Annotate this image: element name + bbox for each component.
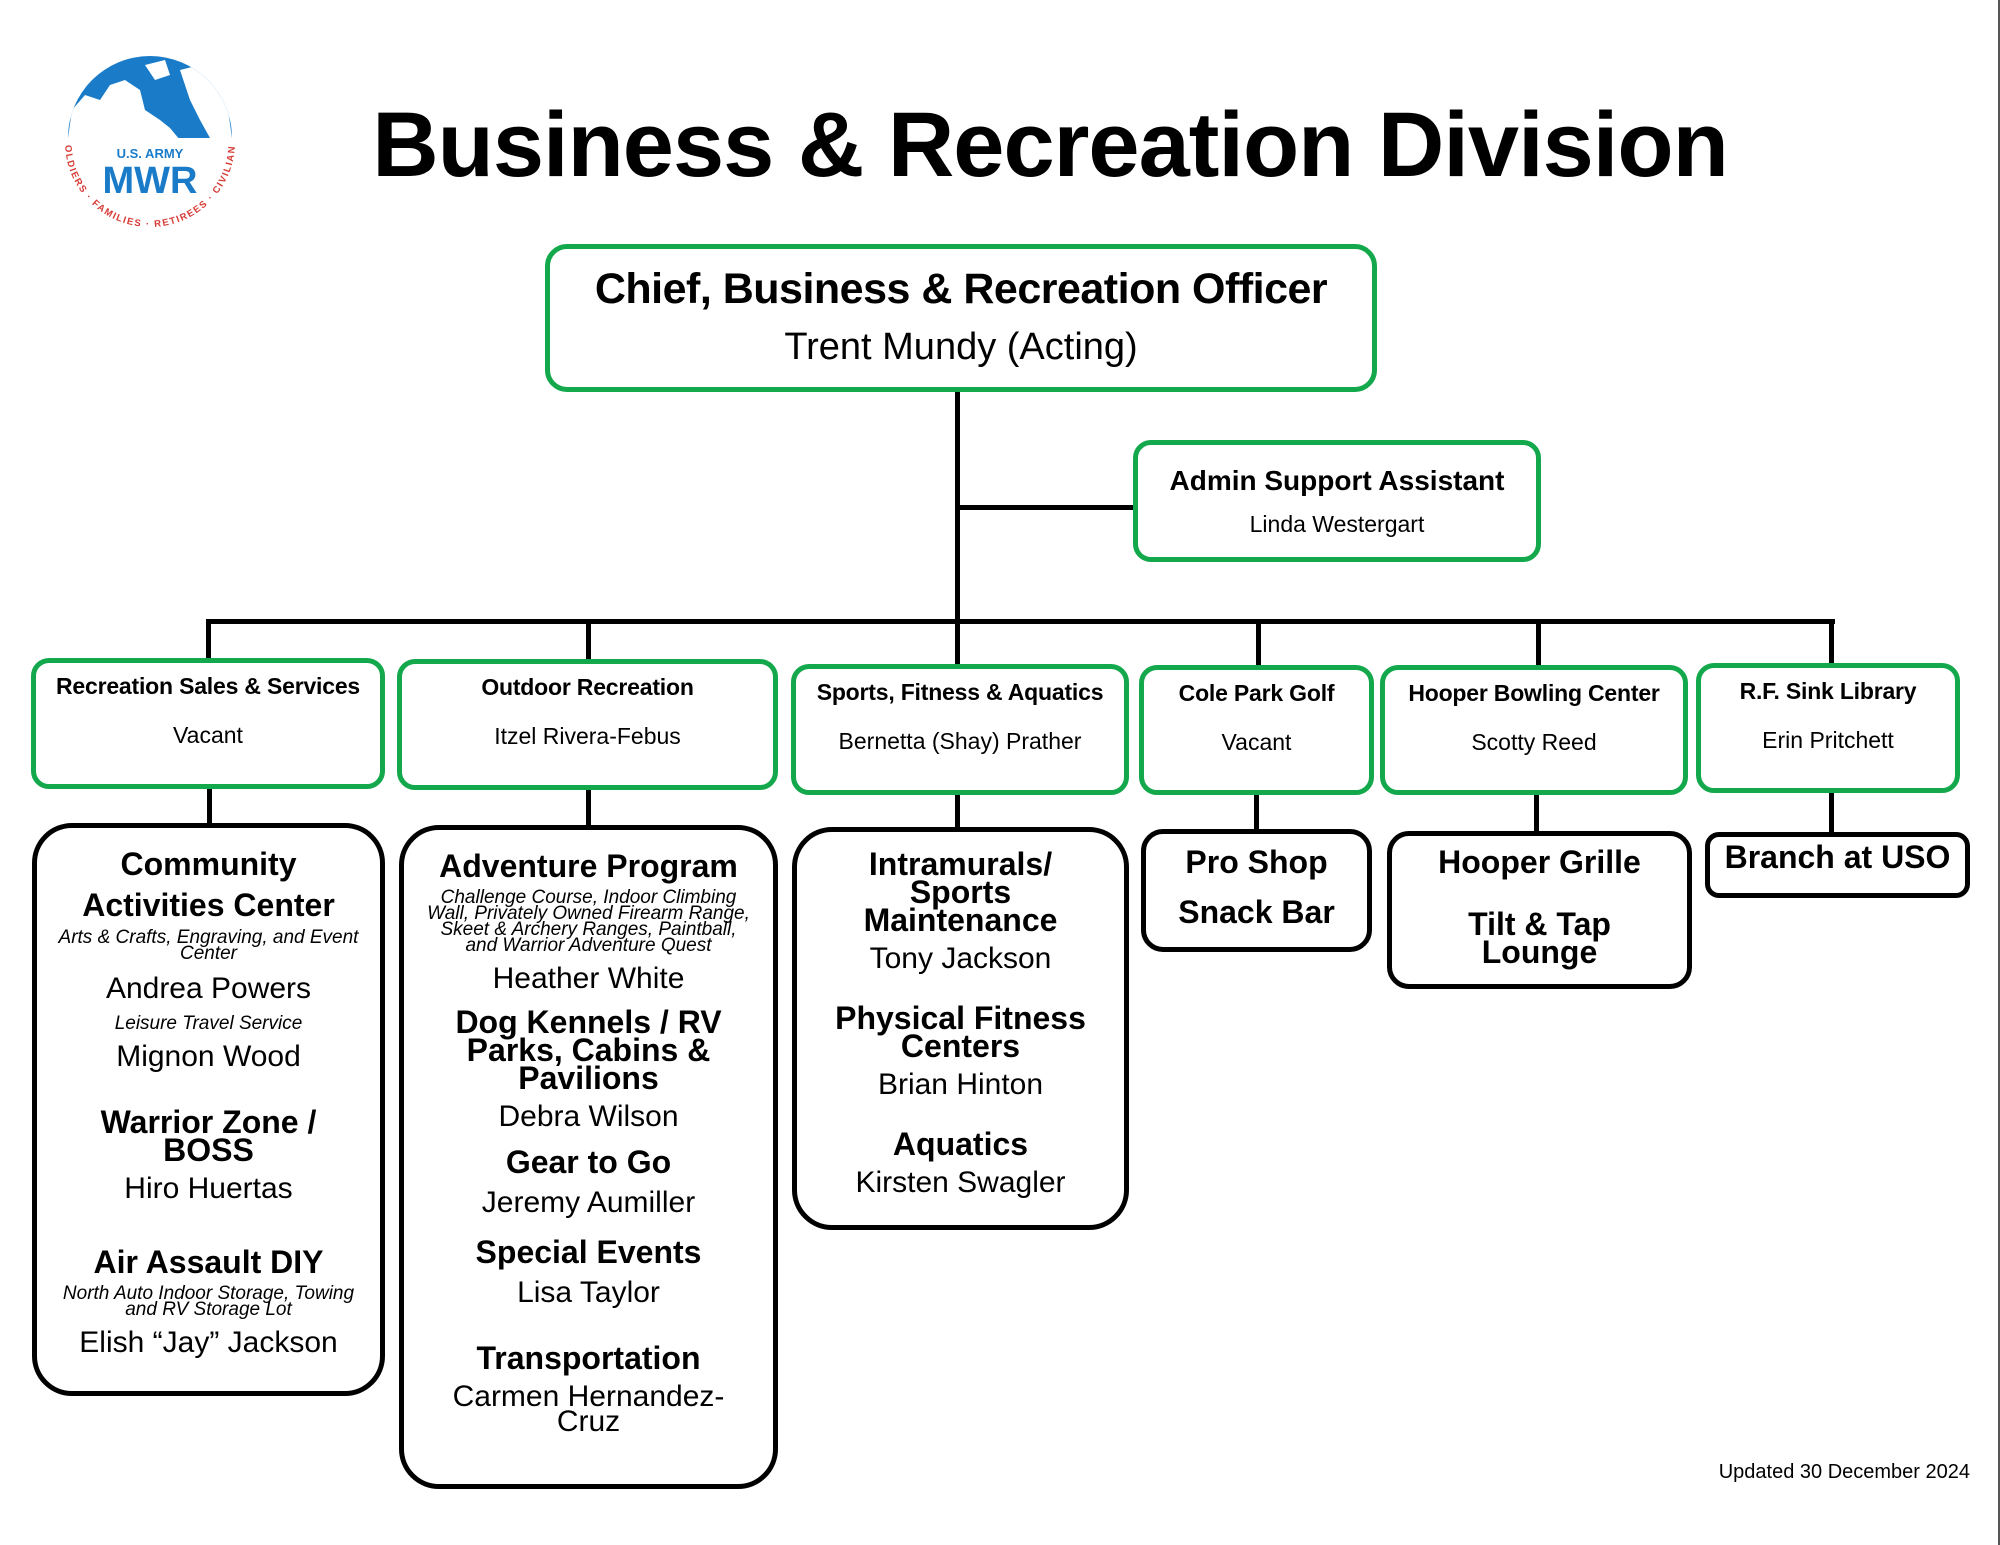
updated-date: Updated 30 December 2024 (1718, 1461, 1970, 1483)
unit-drop-1 (207, 786, 212, 826)
unit-drop-3 (955, 792, 960, 829)
unit-title: Intramurals/ Sports Maintenance (863, 846, 1058, 938)
unit-title: Adventure Program (439, 848, 738, 884)
units-hooper-bowling-center: Hooper Grille Tilt & Tap Lounge (1387, 831, 1692, 989)
branch-title: Recreation Sales & Services (56, 673, 360, 699)
unit-title: Special Events (475, 1234, 702, 1270)
branch-title: Sports, Fitness & Aquatics (816, 679, 1104, 705)
unit-title: Transportation (476, 1340, 701, 1376)
branch-drop-4 (1256, 622, 1261, 667)
branch-drop-5 (1536, 622, 1541, 667)
branch-sports-fitness-aquatics: Sports, Fitness & Aquatics Bernetta (Sha… (791, 664, 1129, 795)
unit-person: Mignon Wood (116, 1040, 301, 1073)
unit-title: Gear to Go (505, 1144, 672, 1180)
branch-drop-6 (1829, 622, 1834, 667)
unit-person: Jeremy Aumiller (481, 1186, 696, 1219)
branch-outdoor-recreation: Outdoor Recreation Itzel Rivera-Febus (397, 659, 778, 790)
units-recreation-sales-services: Community Activities Center Arts & Craft… (32, 823, 385, 1396)
branch-title: Cole Park Golf (1178, 680, 1335, 706)
branch-title: Outdoor Recreation (481, 674, 694, 700)
admin-name: Linda Westergart (1249, 511, 1425, 537)
chief-title: Chief, Business & Recreation Officer (594, 265, 1328, 313)
logo-main-text: MWR (103, 160, 198, 202)
unit-person: Carmen Hernandez-Cruz (452, 1380, 725, 1438)
unit-person: Elish “Jay” Jackson (79, 1326, 338, 1359)
branch-lead: Scotty Reed (1471, 729, 1597, 755)
unit-person: Andrea Powers (105, 972, 312, 1005)
unit-person: Lisa Taylor (517, 1276, 660, 1309)
chief-name: Trent Mundy (Acting) (784, 326, 1138, 368)
branch-lead: Bernetta (Shay) Prather (838, 728, 1082, 754)
branch-hooper-bowling-center: Hooper Bowling Center Scotty Reed (1380, 665, 1688, 795)
branch-lead: Vacant (1221, 729, 1292, 755)
unit-title: Physical Fitness Centers (835, 1000, 1086, 1064)
units-sports-fitness-aquatics: Intramurals/ Sports Maintenance Tony Jac… (792, 827, 1129, 1230)
unit-drop-6 (1829, 790, 1834, 834)
branch-cole-park-golf: Cole Park Golf Vacant (1139, 665, 1374, 795)
unit-description: North Auto Indoor Storage, Towing and RV… (62, 1283, 355, 1320)
unit-description: Arts & Crafts, Engraving, and Event Cent… (58, 927, 359, 964)
logo-top-text: U.S. ARMY (117, 146, 184, 161)
admin-box: Admin Support Assistant Linda Westergart (1133, 440, 1541, 562)
unit-title: Branch at USO (1724, 839, 1951, 875)
unit-person: Brian Hinton (877, 1068, 1044, 1101)
unit-title: Hooper Grille (1438, 844, 1641, 880)
page-title: Business & Recreation Division (372, 94, 1729, 196)
chief-box: Chief, Business & Recreation Officer Tre… (545, 244, 1377, 392)
unit-person: Debra Wilson (498, 1100, 679, 1133)
branch-drop-3 (955, 622, 960, 667)
branch-rf-sink-library: R.F. Sink Library Erin Pritchett (1696, 663, 1960, 793)
unit-title: Dog Kennels / RV Parks, Cabins & Pavilio… (455, 1004, 722, 1096)
units-rf-sink-library: Branch at USO (1705, 832, 1970, 898)
branch-recreation-sales-services: Recreation Sales & Services Vacant (31, 658, 385, 789)
units-cole-park-golf: Pro Shop Snack Bar (1141, 829, 1372, 952)
unit-person: Tony Jackson (869, 942, 1052, 975)
unit-drop-2 (586, 787, 591, 827)
branch-lead: Itzel Rivera-Febus (494, 723, 681, 749)
unit-title: Air Assault DIY (93, 1244, 324, 1280)
unit-title: Pro Shop (1185, 844, 1328, 880)
unit-description: Challenge Course, Indoor Climbing Wall, … (427, 887, 750, 956)
admin-title: Admin Support Assistant (1169, 465, 1505, 496)
unit-person: Hiro Huertas (124, 1172, 293, 1205)
unit-title: Snack Bar (1178, 894, 1335, 930)
branch-lead: Erin Pritchett (1762, 727, 1894, 753)
units-outdoor-recreation: Adventure Program Challenge Course, Indo… (399, 825, 778, 1489)
globe-icon: U.S. ARMY MWR SOLDIERS · FAMILIES · RETI… (46, 32, 236, 230)
unit-drop-5 (1534, 792, 1539, 834)
admin-connector (957, 505, 1137, 510)
branch-lead: Vacant (173, 722, 243, 748)
unit-title: Community Activities Center (82, 846, 335, 923)
unit-drop-4 (1254, 792, 1259, 832)
branch-drop-2 (586, 622, 591, 662)
branch-title: R.F. Sink Library (1739, 678, 1917, 704)
unit-person: Heather White (492, 962, 685, 995)
branch-bus (206, 619, 1835, 624)
unit-title: Aquatics (892, 1126, 1029, 1162)
mwr-logo: U.S. ARMY MWR SOLDIERS · FAMILIES · RETI… (46, 32, 250, 240)
page-border (1998, 0, 2000, 1545)
unit-title: Warrior Zone / BOSS (100, 1104, 317, 1168)
unit-person: Kirsten Swagler (855, 1166, 1066, 1199)
branch-drop-1 (206, 622, 211, 660)
unit-description: Leisure Travel Service (114, 1013, 303, 1034)
unit-title: Tilt & Tap Lounge (1468, 906, 1611, 970)
branch-title: Hooper Bowling Center (1408, 680, 1660, 706)
